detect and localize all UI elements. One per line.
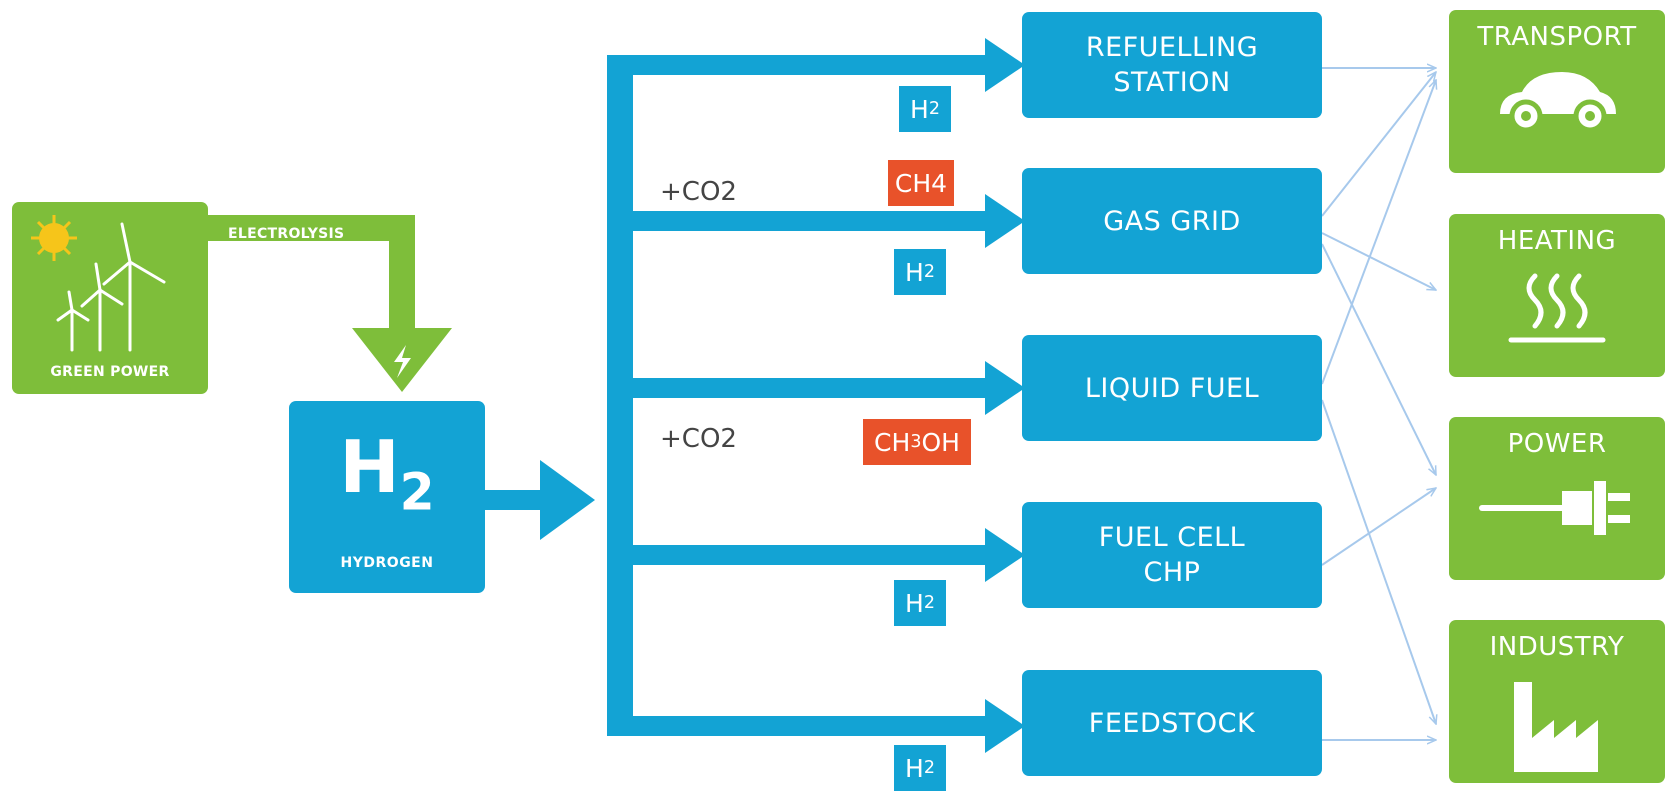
feedstock-label: FEEDSTOCK bbox=[1088, 707, 1256, 739]
hydrogen-label: HYDROGEN bbox=[340, 554, 434, 571]
gas-grid-box: GAS GRID bbox=[1022, 168, 1322, 274]
hydrogen-symbol: H2 bbox=[339, 425, 435, 522]
branch-arrow-liquid-fuel bbox=[607, 361, 1025, 415]
refuelling-station-label-2: STATION bbox=[1113, 67, 1231, 98]
liquid-fuel-box: LIQUID FUEL bbox=[1022, 335, 1322, 441]
feedstock-box: FEEDSTOCK bbox=[1022, 670, 1322, 776]
transport-sector-box: TRANSPORT bbox=[1449, 10, 1665, 173]
fuel-cell-label-2: CHP bbox=[1143, 557, 1201, 588]
branch-arrow-fuel-cell bbox=[607, 528, 1025, 582]
liquid-fuel-label: LIQUID FUEL bbox=[1084, 372, 1260, 404]
sun-icon bbox=[31, 215, 77, 261]
electrolysis-arrow bbox=[208, 215, 452, 392]
refuelling-station-box: REFUELLING STATION bbox=[1022, 12, 1322, 118]
industry-label: INDUSTRY bbox=[1489, 632, 1625, 662]
fuel-cell-label-1: FUEL CELL bbox=[1098, 522, 1246, 553]
ch4-tag: CH4 bbox=[888, 160, 954, 206]
car-icon bbox=[1500, 72, 1616, 133]
industry-sector-box: INDUSTRY bbox=[1449, 620, 1665, 783]
wind-turbines-icon bbox=[31, 215, 166, 352]
heat-waves-icon bbox=[1508, 273, 1606, 343]
sector-links bbox=[1321, 68, 1436, 740]
electrolysis-label: ELECTROLYSIS bbox=[228, 226, 345, 242]
refuelling-station-label-1: REFUELLING bbox=[1085, 32, 1259, 63]
heating-label: HEATING bbox=[1497, 226, 1617, 256]
co2-label-liquid: +CO2 bbox=[660, 424, 737, 454]
factory-icon bbox=[1514, 682, 1598, 772]
plug-icon bbox=[1479, 481, 1630, 535]
co2-label-gas: +CO2 bbox=[660, 177, 737, 207]
branch-arrow-refuelling bbox=[607, 38, 1025, 92]
green-power-box: GREEN POWER bbox=[12, 202, 208, 394]
power-label: POWER bbox=[1507, 429, 1607, 459]
hydrogen-output-arrow bbox=[484, 460, 595, 540]
branch-arrow-gas-grid bbox=[607, 194, 1025, 248]
heating-sector-box: HEATING bbox=[1449, 214, 1665, 377]
green-power-label: GREEN POWER bbox=[50, 364, 170, 380]
power-sector-box: POWER bbox=[1449, 417, 1665, 580]
gas-grid-label: GAS GRID bbox=[1103, 205, 1241, 237]
fuel-cell-chp-box: FUEL CELL CHP bbox=[1022, 502, 1322, 608]
hydrogen-box: H2 HYDROGEN bbox=[289, 401, 485, 593]
branch-arrow-feedstock bbox=[607, 699, 1025, 753]
transport-label: TRANSPORT bbox=[1477, 22, 1637, 52]
